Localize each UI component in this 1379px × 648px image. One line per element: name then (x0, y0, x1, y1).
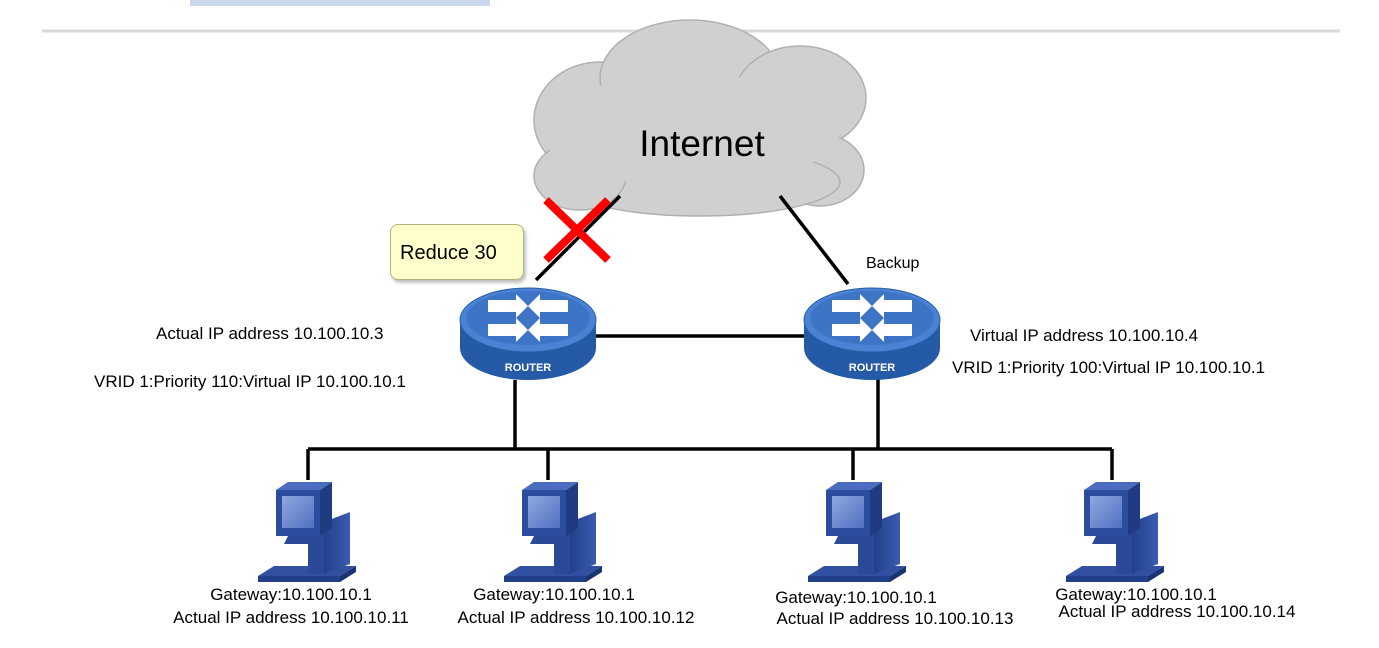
network-links (306, 194, 1114, 480)
host-1-ip-label: Actual IP address 10.100.10.11 (173, 608, 409, 627)
pc-icon (1066, 482, 1164, 582)
router-icon: ROUTER (459, 287, 597, 381)
host-2-ip-label: Actual IP address 10.100.10.12 (457, 608, 695, 627)
backup-ip-label: Virtual IP address 10.100.10.4 (970, 326, 1199, 345)
backup-vrid-label: VRID 1:Priority 100:Virtual IP 10.100.10… (952, 358, 1266, 377)
host-2-gateway-label: Gateway:10.100.10.1 (473, 585, 635, 604)
pc-icon (504, 482, 602, 582)
host-3-ip-label: Actual IP address 10.100.10.13 (776, 609, 1014, 628)
failure-cross-icon (543, 197, 611, 263)
priority-reduction-callout: Reduce 30 (390, 224, 524, 280)
host-4-gateway-label: Gateway:10.100.10.1 (1055, 585, 1217, 604)
router-master-device-label: ROUTER (505, 362, 552, 374)
router-backup-device-label: ROUTER (849, 362, 896, 374)
master-ip-label: Actual IP address 10.100.10.3 (156, 324, 384, 343)
pc-icon (808, 482, 906, 582)
host-4-ip-label: Actual IP address 10.100.10.14 (1058, 602, 1296, 621)
link-internet-master (534, 194, 622, 282)
link-internet-backup (778, 194, 850, 286)
backup-role-label: Backup (866, 255, 920, 272)
host-1-gateway-label: Gateway:10.100.10.1 (210, 585, 372, 604)
master-vrid-label: VRID 1:Priority 110:Virtual IP 10.100.10… (94, 372, 406, 391)
cloud-icon (533, 19, 867, 217)
callout-text: Reduce 30 (400, 242, 497, 264)
host-3-gateway-label: Gateway:10.100.10.1 (775, 588, 937, 607)
header-title-fragment (190, 0, 490, 6)
router-icon: ROUTER (803, 287, 941, 381)
pc-icon (258, 482, 356, 582)
internet-label: Internet (639, 123, 765, 164)
